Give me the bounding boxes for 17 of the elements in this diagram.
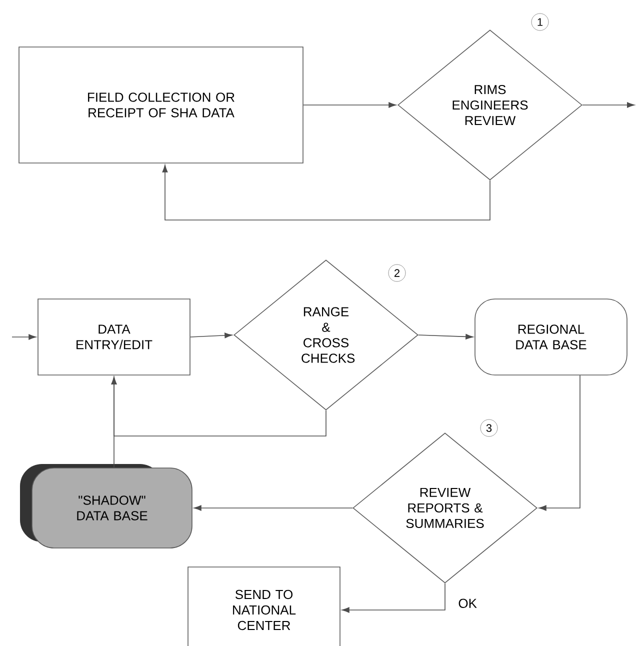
process-box: DATA ENTRY/EDIT [38, 298, 190, 376]
step-number: 2 [388, 264, 406, 282]
step-number: 3 [480, 419, 498, 437]
arrow [418, 334, 474, 340]
arrow [162, 164, 490, 220]
step-number: 1 [531, 13, 549, 31]
process-box: SEND TO NATIONAL CENTER [188, 566, 340, 646]
arrow [538, 375, 580, 511]
arrow [342, 583, 446, 613]
process-box: FIELD COLLECTION OR RECEIPT OF SHA DATA [18, 46, 304, 164]
edge-label: OK [457, 598, 478, 609]
arrow [194, 505, 353, 511]
arrow [190, 332, 232, 338]
arrow [303, 102, 396, 108]
arrow [582, 102, 635, 108]
arrow [111, 376, 117, 468]
arrow [12, 334, 36, 340]
